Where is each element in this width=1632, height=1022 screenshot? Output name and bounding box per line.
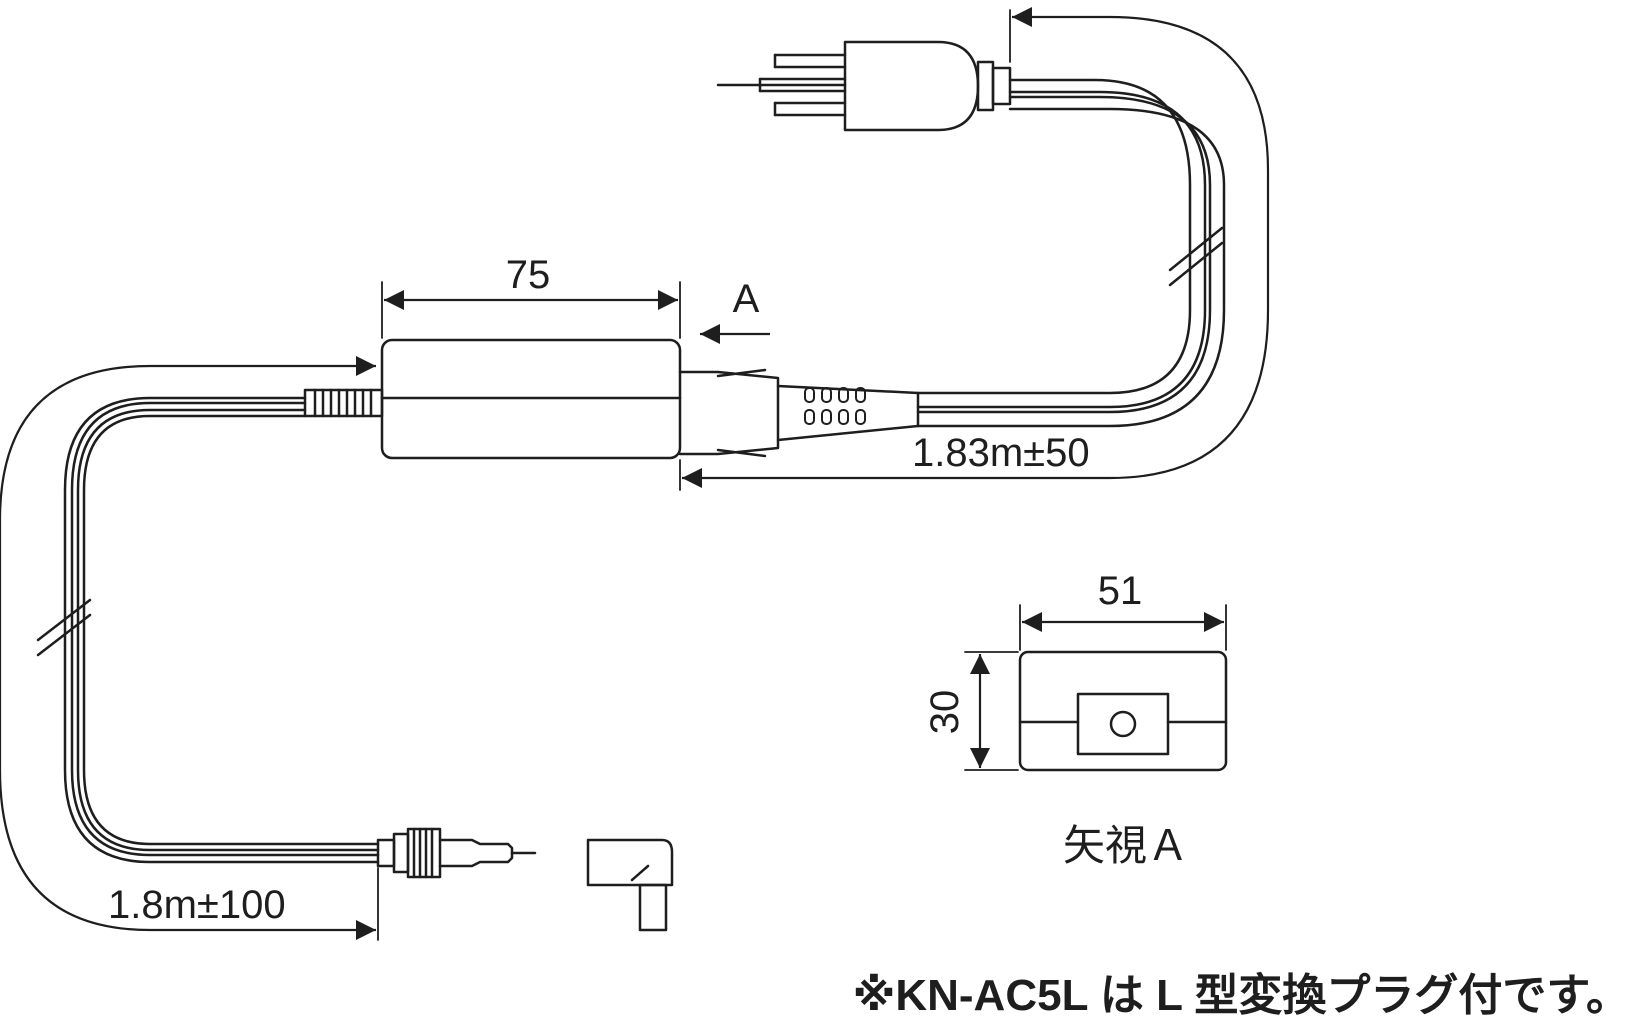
ac-cord-length-label: 1.83m±50 <box>912 431 1090 475</box>
strain-relief <box>678 368 920 458</box>
dc-cord-length-label: 1.8m±100 <box>108 883 286 927</box>
view-a-label: 矢視Ａ <box>1063 822 1189 869</box>
dc-cord-break-mark <box>36 598 92 657</box>
dc-cord <box>63 396 380 864</box>
dc-strain-relief <box>303 388 384 418</box>
dim-label-51: 51 <box>1098 569 1143 613</box>
l-type-plug <box>586 838 674 932</box>
dim-arrow-dc-cord-end <box>0 356 376 940</box>
dc-plug <box>376 827 537 879</box>
ac-cord-break-mark <box>1168 226 1224 287</box>
footnote: ※KN-AC5L は L 型変換プラグ付です。 <box>853 970 1630 1020</box>
end-view <box>1018 650 1228 772</box>
dim-label-75: 75 <box>506 253 551 297</box>
dim-label-30: 30 <box>923 690 967 735</box>
ac-plug <box>716 40 1012 132</box>
dim-arrow-ac-cord-end <box>682 6 1270 488</box>
extension-lines <box>377 9 1227 941</box>
ac-cord <box>916 78 1226 428</box>
view-arrow-label: A <box>733 277 760 321</box>
